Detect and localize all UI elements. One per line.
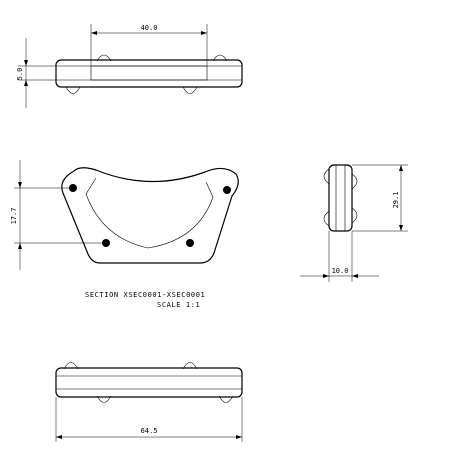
side-view-body [328,164,353,232]
bottom-view-body [55,367,243,398]
section-inner-chord-left [85,177,97,195]
top-view-body [55,59,243,88]
top-view-bump-left [65,86,81,94]
top-view-bump-right [182,86,198,94]
section-hole-top-right [223,186,231,194]
top-view-slot [90,65,208,81]
side-view: 29.1 10.0 [300,164,408,282]
side-view-bump-top-right [351,173,358,190]
bottom-view-bump-bottom-right [218,395,234,403]
side-view-bump-bottom-left [323,210,330,227]
section-view: 17.7 SECTION XSEC0001-XSEC0001 SCALE 1:1 [10,160,239,309]
dim-29-1-arrow-bottom [399,225,403,231]
dim-17-7-label: 17.7 [10,208,18,225]
top-view-bump-top-right [212,54,228,62]
top-view-bump-top-left [96,54,112,62]
dim-17-7-arrow-bottom [18,243,22,249]
section-outline [61,167,239,264]
scale-label: SCALE 1:1 [157,301,200,309]
dim-10-arrow-left [323,274,329,278]
dim-29-1-arrow-top [399,165,403,171]
section-inner-arc [85,193,214,249]
dim-5-label: 5.0 [16,68,24,81]
dim-29-1-label: 29.1 [392,192,400,209]
section-inner-chord-right [205,181,214,198]
dim-40-arrow-right [201,31,207,35]
dim-5-arrow-bottom [24,80,28,86]
bottom-view-bump-top-right [182,362,198,370]
dim-5-arrow-top [24,60,28,66]
dim-10-label: 10.0 [332,267,349,275]
section-label: SECTION XSEC0001-XSEC0001 [85,291,205,299]
dim-17-7-arrow-top [18,182,22,188]
top-view: 40.0 5.0 [16,24,243,108]
dim-10-arrow-right [352,274,358,278]
dim-64-5-arrow-left [56,435,62,439]
section-hole-bottom-right [186,239,194,247]
dim-40-label: 40.0 [141,24,158,32]
bottom-view-bump-bottom-left [96,395,112,403]
bottom-view: 64.5 [55,362,243,442]
bottom-view-bump-top-left [63,362,79,370]
dim-64-5-label: 64.5 [141,427,158,435]
dim-40-arrow-left [91,31,97,35]
side-view-bump-bottom-right [351,207,358,224]
dim-64-5-arrow-right [236,435,242,439]
side-view-bump-top-left [323,168,330,185]
